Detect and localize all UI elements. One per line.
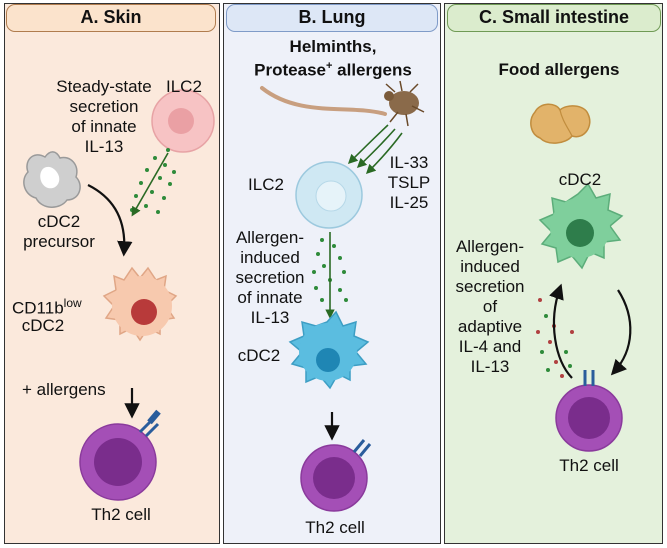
skin-precursor-label-1: cDC2 (37, 212, 81, 231)
lung-cytokine-il33: IL-33 (389, 153, 429, 172)
dust-mite (384, 80, 425, 127)
intestine-th2-label: Th2 cell (559, 456, 619, 475)
lung-protease-superscript: + (326, 60, 333, 72)
intestine-induced-line-2: induced (460, 257, 520, 276)
skin-il13-dots (130, 148, 176, 214)
intestine-induced-line-3: secretion (455, 277, 525, 296)
skin-steady-state-line-2: secretion (69, 97, 139, 116)
intestine-induced-line-5: adaptive (457, 317, 523, 336)
lung-il13-dots (312, 238, 348, 302)
skin-precursor-cell (23, 151, 81, 208)
lung-induced-line-4: of innate (237, 288, 303, 307)
lung-induced-line-3: secretion (235, 268, 305, 287)
lung-th2-label: Th2 cell (305, 518, 365, 537)
lung-helminths-label: Helminths, (289, 37, 377, 56)
intestine-th2-cell (555, 370, 623, 452)
skin-ilc2-cell (151, 89, 215, 153)
lung-cytokine-tslp: TSLP (387, 173, 431, 192)
skin-allergens-label: + allergens (22, 380, 106, 399)
lung-th2-cell (300, 439, 372, 512)
skin-steady-state-line-4: IL-13 (84, 137, 124, 156)
lung-cytokine-il25: IL-25 (389, 193, 429, 212)
skin-cdc2-cell (102, 266, 178, 342)
intestine-il4-il13-dots (536, 298, 574, 378)
lung-ilc2-cell (295, 161, 363, 229)
intestine-induced-line-7: IL-13 (470, 357, 510, 376)
cdc2-to-th2-arrow (610, 289, 632, 376)
skin-steady-state-line-3: of innate (71, 117, 137, 136)
skin-cd11b-label: CD11blow (12, 296, 82, 318)
skin-panel-title: A. Skin (6, 4, 216, 32)
small-intestine-panel-title: C. Small intestine (447, 4, 661, 32)
skin-precursor-label-2: precursor (23, 232, 95, 251)
intestine-induced-line-1: Allergen- (455, 237, 525, 256)
lung-induced-line-2: induced (240, 248, 300, 267)
small-intestine-panel (444, 3, 663, 544)
skin-th2-cell (79, 409, 161, 501)
lung-ilc2-label: ILC2 (248, 175, 284, 194)
th2-to-cdc2-arrow (549, 283, 573, 379)
peanut (530, 103, 591, 144)
helminth-worm (260, 86, 387, 116)
lung-panel-title: B. Lung (226, 4, 438, 32)
cytokine-arrows (347, 124, 403, 175)
lung-protease-label: Protease+ allergens (254, 60, 412, 80)
lung-cdc2-label: cDC2 (237, 346, 281, 365)
skin-ilc2-label: ILC2 (166, 77, 202, 96)
intestine-cdc2-cell (538, 182, 624, 270)
lung-induced-line-1: Allergen- (235, 228, 305, 247)
intestine-cdc2-label: cDC2 (558, 170, 602, 189)
skin-cd11b-superscript: low (63, 296, 82, 310)
precursor-to-cdc2-arrow (87, 184, 133, 257)
intestine-induced-line-6: IL-4 and (458, 337, 522, 356)
intestine-induced-line-4: of (482, 297, 498, 316)
lung-induced-line-5: IL-13 (250, 308, 290, 327)
skin-steady-state-line-1: Steady-state (56, 77, 152, 96)
skin-th2-label: Th2 cell (91, 505, 151, 524)
intestine-food-allergens-label: Food allergens (498, 60, 620, 79)
skin-cdc2-label: cDC2 (21, 316, 65, 335)
skin-il13-arrow (131, 152, 169, 217)
lung-cdc2-cell (288, 310, 370, 390)
